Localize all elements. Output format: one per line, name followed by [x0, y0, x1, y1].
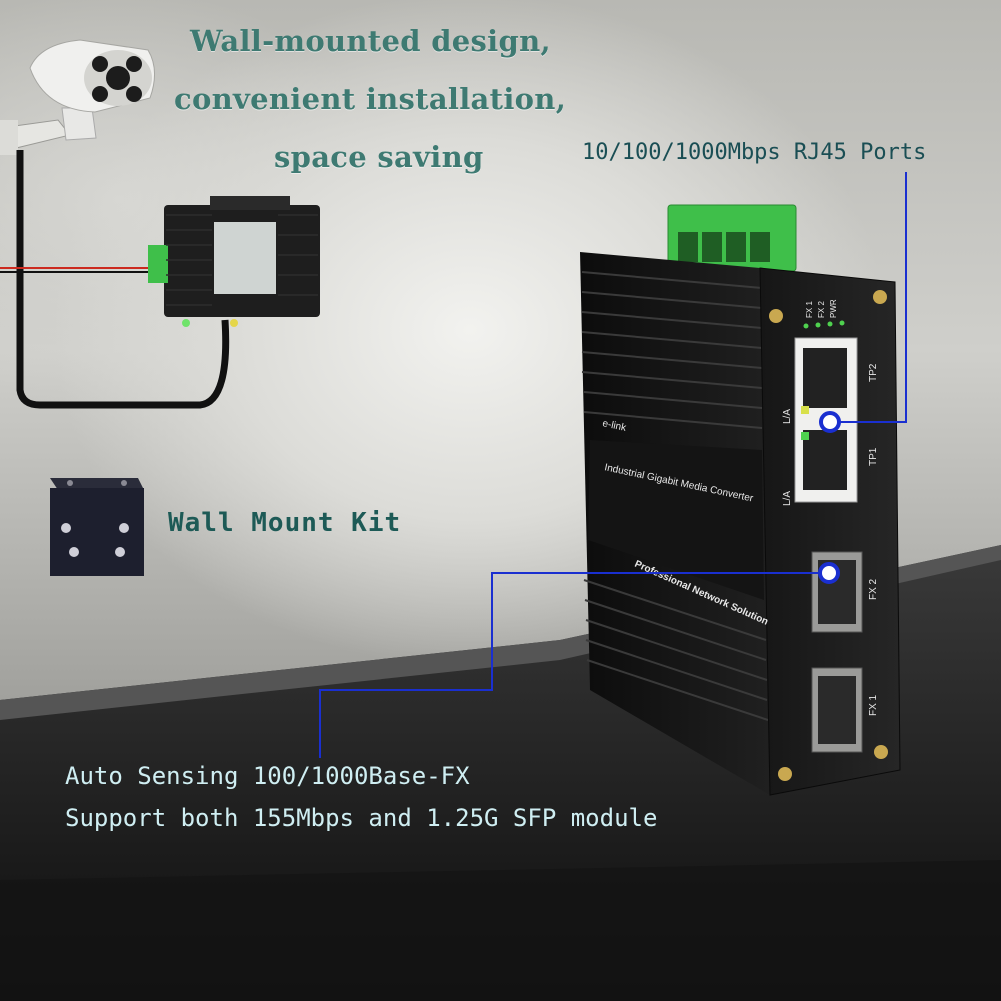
wall-mount-kit-label: Wall Mount Kit	[168, 508, 402, 538]
cable	[0, 150, 230, 409]
callout-marker-icon	[818, 562, 840, 584]
device-brand: e-link	[601, 418, 628, 434]
port-label-tp2: TP2	[868, 363, 879, 382]
mini-converter-icon	[148, 196, 320, 327]
port-label-fx1: FX 1	[868, 694, 879, 716]
led-label-pwr: PWR	[829, 299, 838, 318]
heading-line-1: Wall-mounted design,	[190, 24, 551, 58]
rj45-ports-callout: 10/100/1000Mbps RJ45 Ports	[582, 140, 927, 165]
port-side-label-bottom: L/A	[782, 491, 793, 506]
callout-marker-icon	[819, 411, 841, 433]
media-converter-device-icon: e-link Industrial Gigabit Media Converte…	[580, 204, 901, 796]
fx-callout-line	[319, 572, 818, 758]
fx-callout-line-2: Support both 155Mbps and 1.25G SFP modul…	[65, 804, 658, 832]
port-label-fx2: FX 2	[868, 578, 879, 600]
port-side-label-top: L/A	[782, 409, 793, 424]
led-label-fx1: FX 1	[805, 301, 814, 318]
security-camera-icon	[0, 39, 155, 155]
port-label-tp1: TP1	[868, 447, 879, 466]
wall-mount-bracket-icon	[50, 478, 144, 576]
heading-line-2: convenient installation,	[174, 82, 567, 116]
rj45-callout-line	[840, 172, 907, 423]
heading-line-3: space saving	[274, 140, 484, 174]
fx-callout-line-1: Auto Sensing 100/1000Base-FX	[65, 762, 470, 790]
led-label-fx2: FX 2	[817, 301, 826, 318]
